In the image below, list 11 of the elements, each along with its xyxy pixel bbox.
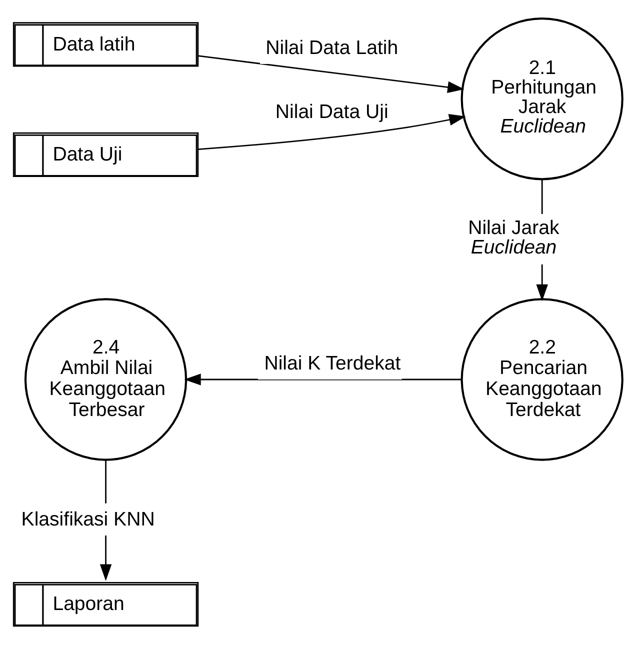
edge-label: Nilai K Terdekat xyxy=(264,352,401,374)
node-circle: 2.2 Pencarian Keanggotaan Terdekat xyxy=(460,298,624,461)
arrow xyxy=(184,374,462,386)
edge-label: Nilai Jarak Euclidean xyxy=(468,216,560,258)
edge-label: Klasifikasi KNN xyxy=(21,508,155,530)
node-circle: 2.1 Perhitungan Jarak Euclidean xyxy=(460,18,624,180)
edge-label: Nilai Data Latih xyxy=(266,36,398,59)
node-circle: 2.4 Ambil Nilai Keanggotaan Terbesar xyxy=(24,298,188,461)
arrow xyxy=(198,55,464,93)
edge-label: Nilai Data Uji xyxy=(275,100,388,123)
arrow xyxy=(198,114,466,150)
